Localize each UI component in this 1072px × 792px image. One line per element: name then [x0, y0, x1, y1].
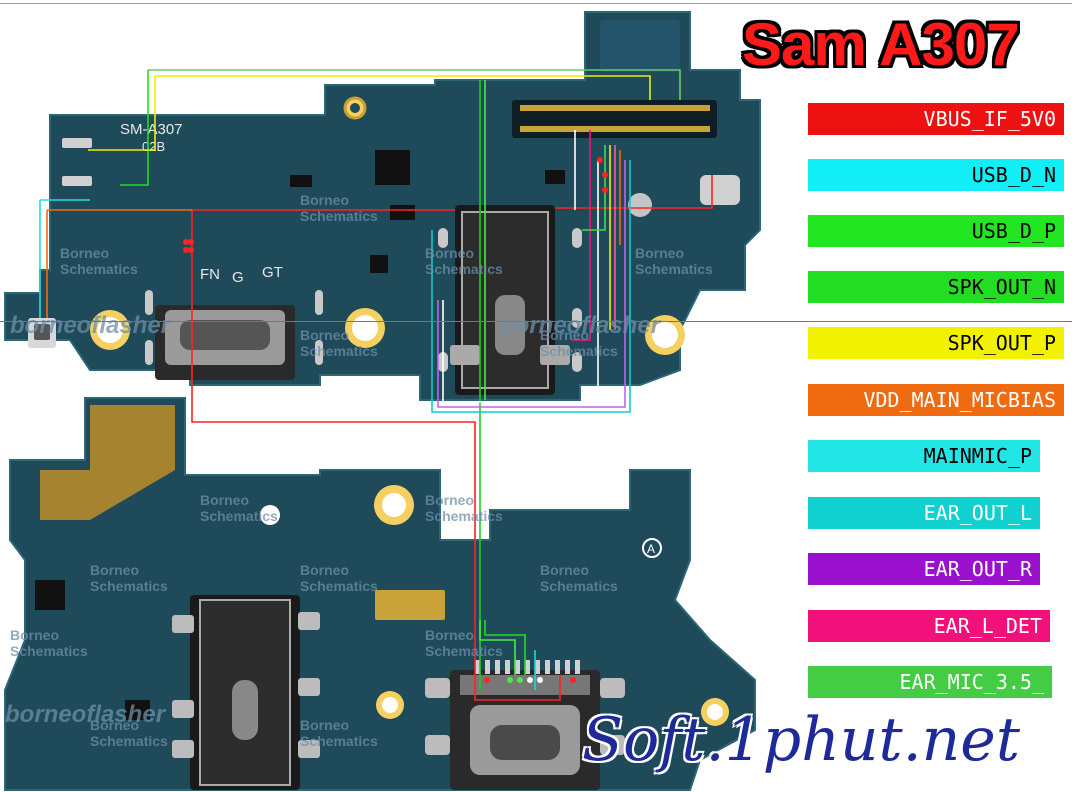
legend-item-ear-out-r: EAR_OUT_R [808, 553, 1040, 585]
legend-item-spk-out-p: SPK_OUT_P [808, 327, 1064, 359]
svg-text:borneoflasher: borneoflasher [5, 701, 167, 728]
legend-item-usb-d-p: USB_D_P [808, 215, 1064, 247]
svg-text:Schematics: Schematics [90, 578, 168, 594]
legend-item-ear-out-l: EAR_OUT_L [808, 497, 1040, 529]
page-title: Sam A307 [742, 11, 1020, 78]
legend-item-mainmic-p: MAINMIC_P [808, 440, 1040, 472]
svg-text:Borneo: Borneo [635, 245, 684, 261]
silk-gt: GT [262, 264, 283, 281]
svg-text:Schematics: Schematics [300, 578, 378, 594]
signal-traces [39, 69, 713, 701]
svg-text:Schematics: Schematics [300, 343, 378, 359]
svg-text:Schematics: Schematics [635, 261, 713, 277]
svg-text:Schematics: Schematics [90, 733, 168, 749]
svg-text:A: A [647, 542, 655, 556]
legend-item-spk-out-n: SPK_OUT_N [808, 271, 1064, 303]
svg-text:Schematics: Schematics [540, 578, 618, 594]
svg-text:Schematics: Schematics [60, 261, 138, 277]
svg-text:Borneo: Borneo [90, 717, 139, 733]
signal-legend: VBUS_IF_5V0 USB_D_N USB_D_P SPK_OUT_N SP… [808, 0, 1072, 792]
svg-text:Borneo: Borneo [300, 192, 349, 208]
legend-item-ear-l-det: EAR_L_DET [808, 610, 1050, 642]
svg-text:Schematics: Schematics [425, 643, 503, 659]
svg-text:Borneo: Borneo [425, 245, 474, 261]
svg-text:Borneo: Borneo [540, 562, 589, 578]
svg-text:Borneo: Borneo [300, 562, 349, 578]
top-divider [0, 3, 1072, 4]
board-model-label: SM-A307 [120, 121, 183, 138]
svg-text:Borneo: Borneo [200, 492, 249, 508]
svg-text:Borneo: Borneo [60, 245, 109, 261]
svg-text:Schematics: Schematics [425, 508, 503, 524]
svg-text:Schematics: Schematics [300, 733, 378, 749]
pcb-diagram: SM-A307 02B FN G GT [4, 11, 761, 791]
svg-text:borneoflasher: borneoflasher [500, 312, 662, 339]
svg-text:borneoflasher: borneoflasher [10, 312, 172, 339]
test-points [183, 157, 608, 683]
site-watermark: Soft.1phut.net [582, 705, 1020, 775]
section-divider [0, 321, 1072, 322]
svg-text:Borneo: Borneo [540, 327, 589, 343]
svg-text:Borneo: Borneo [90, 562, 139, 578]
svg-text:Borneo: Borneo [300, 717, 349, 733]
svg-text:Schematics: Schematics [425, 261, 503, 277]
legend-item-ear-mic: EAR_MIC_3.5_ [808, 666, 1052, 698]
silk-fn: FN [200, 266, 220, 283]
svg-text:Borneo: Borneo [300, 327, 349, 343]
svg-text:Borneo: Borneo [425, 492, 474, 508]
svg-text:Borneo: Borneo [425, 627, 474, 643]
legend-item-micbias: VDD_MAIN_MICBIAS [808, 384, 1064, 416]
brand-watermarks: Borneo Schematics Borneo Schematics Born… [5, 192, 713, 749]
svg-text:Schematics: Schematics [200, 508, 278, 524]
legend-item-usb-d-n: USB_D_N [808, 159, 1064, 191]
silk-g: G [232, 269, 244, 286]
bottom-board: A [4, 397, 756, 791]
legend-item-vbus: VBUS_IF_5V0 [808, 103, 1064, 135]
svg-text:Schematics: Schematics [540, 343, 618, 359]
svg-text:Schematics: Schematics [300, 208, 378, 224]
svg-text:Borneo: Borneo [10, 627, 59, 643]
svg-text:Schematics: Schematics [10, 643, 88, 659]
board-revision-label: 02B [142, 139, 165, 154]
